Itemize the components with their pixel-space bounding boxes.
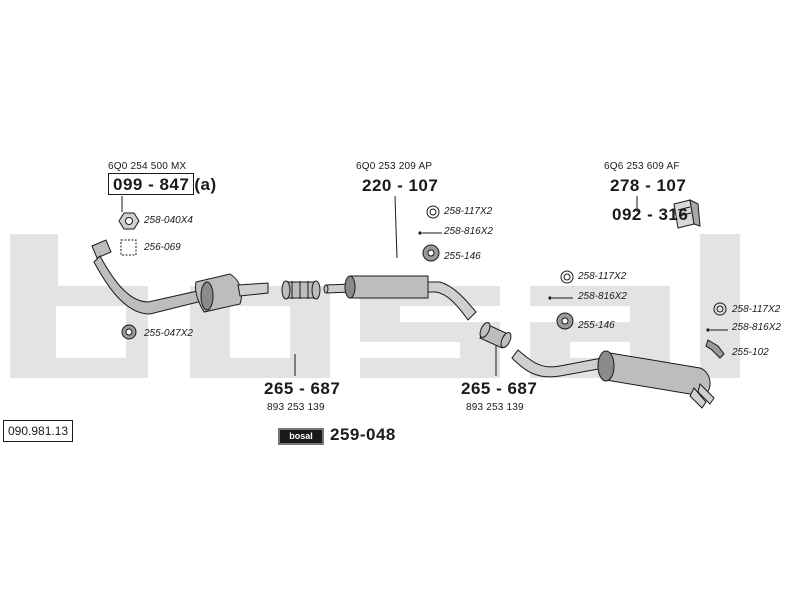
reference-number: 090.981.13 xyxy=(3,420,74,442)
heat-shield-icon xyxy=(673,199,701,229)
bracket-hanger-icon xyxy=(705,339,725,359)
oe-number-front: 6Q0 254 500 MX xyxy=(108,161,187,172)
leader-line xyxy=(394,195,398,259)
part-number-connector-right[interactable]: 265 - 687 xyxy=(461,379,538,398)
catalytic-converter-part xyxy=(91,239,269,315)
accessory-tail-clamp[interactable]: 258-117X2 xyxy=(732,304,781,315)
accessory-rear-clamp[interactable]: 258-117X2 xyxy=(578,271,627,282)
connector-part xyxy=(281,280,321,300)
part-number-connector-left[interactable]: 265 - 687 xyxy=(264,379,341,398)
accessory-rear-bolt[interactable]: 258-816X2 xyxy=(578,291,627,302)
accessory-front-nut[interactable]: 258-040X4 xyxy=(144,215,193,226)
bolt-icon xyxy=(418,231,422,235)
accessory-front-gasket[interactable]: 256-069 xyxy=(144,242,181,253)
oe-number-rear: 6Q6 253 609 AF xyxy=(604,161,680,172)
accessory-mid-hanger[interactable]: 255-146 xyxy=(444,251,481,262)
bolt-icon xyxy=(548,296,552,300)
accessory-tail-hanger[interactable]: 255-102 xyxy=(732,347,769,358)
gasket-icon xyxy=(120,239,137,256)
accessory-mid-bolt[interactable]: 258-816X2 xyxy=(444,226,493,237)
connector-left-oe: 893 253 139 xyxy=(267,402,325,413)
rubber-hanger-icon xyxy=(422,244,440,262)
rubber-ring-icon xyxy=(121,324,137,340)
bosal-logo: bosal xyxy=(278,428,324,445)
oe-number-middle: 6Q0 253 209 AP xyxy=(356,161,433,172)
part-number-rear-silencer[interactable]: 278 - 107 xyxy=(610,176,687,195)
connector-right-oe: 893 253 139 xyxy=(466,402,524,413)
accessory-tail-bolt[interactable]: 258-816X2 xyxy=(732,322,781,333)
part-number-heat-shield[interactable]: 092 - 316 xyxy=(612,205,689,224)
part-number-catalytic-converter[interactable]: 099 - 847 xyxy=(108,173,195,195)
clamp-ring-icon xyxy=(560,270,574,284)
part-number-mounting-kit[interactable]: 259-048 xyxy=(330,425,396,444)
accessory-mid-clamp[interactable]: 258-117X2 xyxy=(444,206,493,217)
rear-silencer-part xyxy=(511,349,715,409)
accessory-front-ring[interactable]: 255-047X2 xyxy=(144,328,193,339)
part-number-suffix: (a) xyxy=(194,175,217,194)
connector-part xyxy=(479,322,512,349)
middle-silencer-part xyxy=(323,275,477,321)
part-number-middle-silencer[interactable]: 220 - 107 xyxy=(362,176,439,195)
bolt-icon xyxy=(706,328,710,332)
clamp-ring-icon xyxy=(426,205,440,219)
clamp-ring-icon xyxy=(713,302,727,316)
rubber-hanger-icon xyxy=(556,312,574,330)
accessory-rear-hanger[interactable]: 255-146 xyxy=(578,320,615,331)
part-number-catalytic-converter-group: 099 - 847(a) xyxy=(108,173,217,195)
